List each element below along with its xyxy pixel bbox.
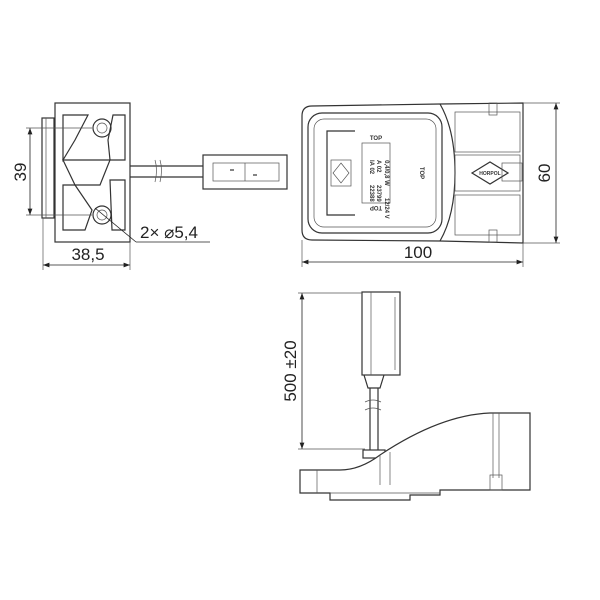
front-view: 500 ±20: [281, 291, 531, 501]
connector-front: [361, 291, 401, 376]
label-approval-a: A 02: [375, 160, 381, 173]
label-top-side: TOP: [418, 167, 424, 179]
lens-housing: [307, 112, 443, 234]
dim-cable-length-500: 500 ±20: [281, 340, 300, 401]
top-view: TOP 0,4/0,8 W A 02 IA 02 12/24 V 23799 2…: [301, 102, 560, 267]
dim-width-38-5: 38,5: [71, 245, 104, 264]
label-power: 0,4/0,8 W: [383, 160, 389, 186]
label-approval-ia: IA 02: [368, 160, 374, 175]
brand-logo-icon: [470, 161, 510, 185]
dim-width-60: 60: [535, 164, 554, 183]
side-view: 39 38,5 2× ⌀5,4: [11, 102, 288, 270]
mounting-hole-bottom: [92, 205, 112, 225]
mounting-hole-top: [92, 118, 112, 138]
lamp-body-front: [299, 412, 531, 501]
lamp-body-side: [54, 102, 131, 243]
label-top: TOP: [370, 136, 382, 142]
lamp-body-top: [301, 102, 524, 244]
dim-length-100: 100: [404, 243, 432, 262]
label-code2: 22388: [368, 185, 374, 202]
dim-hole-diameter: 2× ⌀5,4: [140, 223, 198, 242]
label-code1: 23799: [375, 185, 381, 202]
logo-mark-small-icon: [332, 162, 350, 184]
mounting-strip: [41, 117, 55, 219]
label-top-inverted: TOP: [370, 204, 382, 210]
brand-label: HORPOL: [479, 171, 500, 177]
dim-height-39: 39: [11, 163, 30, 182]
label-voltage: 12/24 V: [383, 198, 389, 219]
